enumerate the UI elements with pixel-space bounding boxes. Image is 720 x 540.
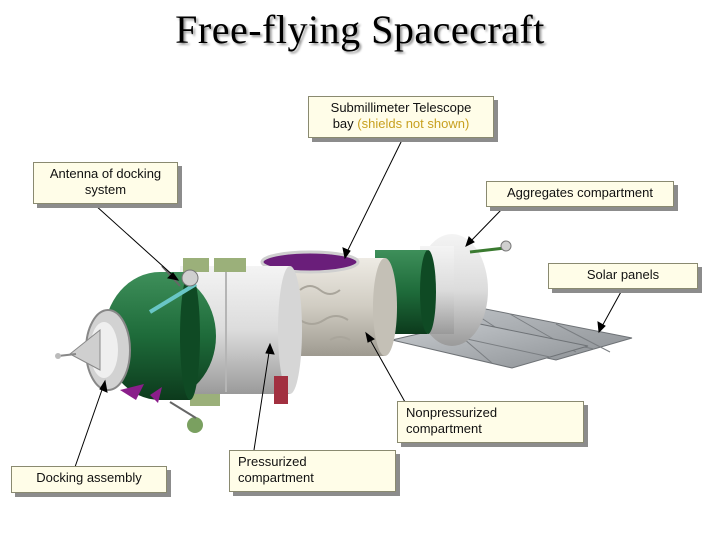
callout-antenna-line1: Antenna of docking: [49, 166, 162, 181]
callout-telescope-line1: Submillimeter Telescope: [330, 100, 472, 115]
callout-nonpressurized-line1: Nonpressurized: [406, 405, 498, 420]
callout-nonpressurized-line2: compartment: [406, 421, 482, 436]
callout-docking-assembly: Docking assembly: [11, 466, 167, 493]
callout-telescope-line2: bay (shields not shown): [317, 116, 485, 132]
forward-module-shape: [104, 265, 216, 433]
docking-assembly-shape: [55, 309, 131, 391]
callout-telescope-note: (shields not shown): [357, 116, 470, 131]
callout-aggregates-text: Aggregates compartment: [507, 185, 653, 200]
callout-pressurized-line1: Pressurized: [238, 454, 307, 469]
slide-title: Free-flying Spacecraft: [175, 7, 545, 52]
leader-lines: [74, 137, 623, 468]
callout-telescope-bay-word: bay: [332, 116, 354, 131]
callout-pressurized-line2: compartment: [238, 470, 314, 485]
callout-docking-text: Docking assembly: [36, 470, 142, 485]
callout-telescope-bay: Submillimeter Telescope bay (shields not…: [308, 96, 494, 138]
callout-antenna-line2: system: [84, 182, 127, 197]
callout-pressurized: Pressurized compartment: [229, 450, 396, 492]
callout-aggregates: Aggregates compartment: [486, 181, 674, 207]
callout-antenna: Antenna of docking system: [33, 162, 178, 204]
callout-solar-text: Solar panels: [586, 267, 660, 282]
callout-solar-panels: Solar panels: [548, 263, 698, 289]
callout-nonpressurized: Nonpressurized compartment: [397, 401, 584, 443]
